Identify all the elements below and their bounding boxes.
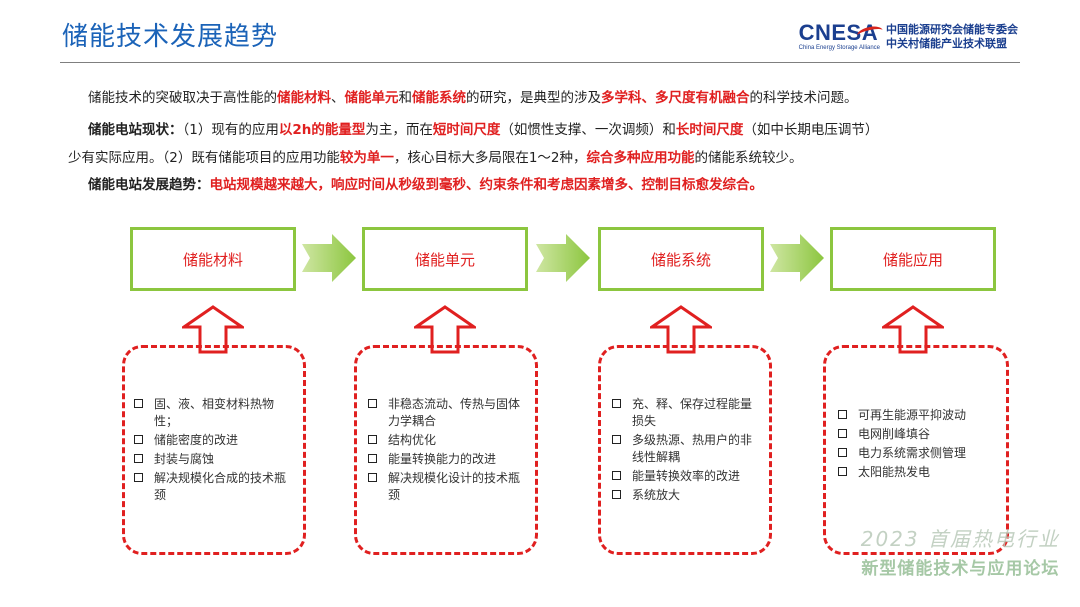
checkbox-icon xyxy=(134,435,143,444)
up-arrow-icon xyxy=(650,305,712,354)
up-arrow-icon xyxy=(182,305,244,354)
list-item: 电网削峰填谷 xyxy=(836,426,1001,443)
intro-paragraph-3: 储能电站发展趋势：电站规模越来越大，响应时间从秒级到毫秒、约束条件和考虑因素增多… xyxy=(88,177,763,193)
logo-org-names: 中国能源研究会储能专委会 中关村储能产业技术联盟 xyxy=(886,23,1018,51)
detail-box-systems xyxy=(598,345,772,555)
checkbox-icon xyxy=(368,399,377,408)
list-item: 解决规模化合成的技术瓶颈 xyxy=(132,470,290,504)
list-item: 系统放大 xyxy=(610,487,760,504)
title-divider xyxy=(60,62,1020,63)
up-arrow-icon xyxy=(882,305,944,354)
up-arrow-icon xyxy=(414,305,476,354)
intro-paragraph-2: 储能电站现状：（1）现有的应用以2h的能量型为主，而在短时间尺度（如惯性支撑、一… xyxy=(68,122,879,166)
checkbox-icon xyxy=(134,454,143,463)
stage-box-materials: 储能材料 xyxy=(130,227,296,291)
checkbox-icon xyxy=(368,454,377,463)
page-title: 储能技术发展趋势 xyxy=(62,22,279,52)
list-applications: 可再生能源平抑波动 电网削峰填谷 电力系统需求侧管理 太阳能热发电 xyxy=(836,407,1001,483)
checkbox-icon xyxy=(612,399,621,408)
right-arrow-icon xyxy=(770,234,824,282)
list-item: 能量转换效率的改进 xyxy=(610,468,760,485)
cnesa-logo: CNESA China Energy Storage Alliance 中国能源… xyxy=(798,22,1018,52)
stage-label: 储能系统 xyxy=(650,250,711,269)
forum-watermark: 2023 首届热电行业 新型储能技术与应用论坛 xyxy=(861,523,1060,579)
right-arrow-icon xyxy=(536,234,590,282)
list-item: 电力系统需求侧管理 xyxy=(836,445,1001,462)
logo-subtitle: China Energy Storage Alliance xyxy=(798,45,880,51)
list-item: 多级热源、热用户的非线性解耦 xyxy=(610,432,760,466)
watermark-line1: 2023 首届热电行业 xyxy=(860,527,1060,551)
detail-box-applications xyxy=(823,345,1009,555)
list-units: 非稳态流动、传热与固体力学耦合 结构优化 能量转换能力的改进 解决规模化设计的技… xyxy=(366,396,524,506)
list-item: 解决规模化设计的技术瓶颈 xyxy=(366,470,524,504)
list-systems: 充、释、保存过程能量损失 多级热源、热用户的非线性解耦 能量转换效率的改进 系统… xyxy=(610,396,760,506)
checkbox-icon xyxy=(838,467,847,476)
stage-box-systems: 储能系统 xyxy=(598,227,764,291)
list-item: 储能密度的改进 xyxy=(132,432,290,449)
checkbox-icon xyxy=(368,473,377,482)
list-materials: 固、液、相变材料热物性； 储能密度的改进 封装与腐蚀 解决规模化合成的技术瓶颈 xyxy=(132,396,290,506)
checkbox-icon xyxy=(612,490,621,499)
list-item: 非稳态流动、传热与固体力学耦合 xyxy=(366,396,524,430)
checkbox-icon xyxy=(838,448,847,457)
checkbox-icon xyxy=(134,399,143,408)
list-item: 结构优化 xyxy=(366,432,524,449)
detail-box-materials xyxy=(122,345,306,555)
list-item: 能量转换能力的改进 xyxy=(366,451,524,468)
stage-label: 储能单元 xyxy=(414,250,475,269)
list-item: 封装与腐蚀 xyxy=(132,451,290,468)
stage-box-applications: 储能应用 xyxy=(830,227,996,291)
cnesa-logo-mark: CNESA China Energy Storage Alliance xyxy=(798,22,884,51)
list-item: 充、释、保存过程能量损失 xyxy=(610,396,760,430)
checkbox-icon xyxy=(612,471,621,480)
checkbox-icon xyxy=(368,435,377,444)
stage-label: 储能材料 xyxy=(182,250,243,269)
checkbox-icon xyxy=(838,410,847,419)
right-arrow-icon xyxy=(302,234,356,282)
stage-box-units: 储能单元 xyxy=(362,227,528,291)
logo-org-line2: 中关村储能产业技术联盟 xyxy=(886,36,1007,50)
detail-box-units xyxy=(354,345,538,555)
checkbox-icon xyxy=(612,435,621,444)
watermark-line2: 新型储能技术与应用论坛 xyxy=(861,559,1060,579)
intro-paragraph-1: 储能技术的突破取决于高性能的储能材料、储能单元和储能系统的研究，是典型的涉及多学… xyxy=(88,90,858,106)
list-item: 固、液、相变材料热物性； xyxy=(132,396,290,430)
list-item: 可再生能源平抑波动 xyxy=(836,407,1001,424)
checkbox-icon xyxy=(838,429,847,438)
stage-label: 储能应用 xyxy=(882,250,943,269)
logo-word: CNESA xyxy=(799,22,884,44)
checkbox-icon xyxy=(134,473,143,482)
list-item: 太阳能热发电 xyxy=(836,464,1001,481)
logo-org-line1: 中国能源研究会储能专委会 xyxy=(886,22,1018,36)
